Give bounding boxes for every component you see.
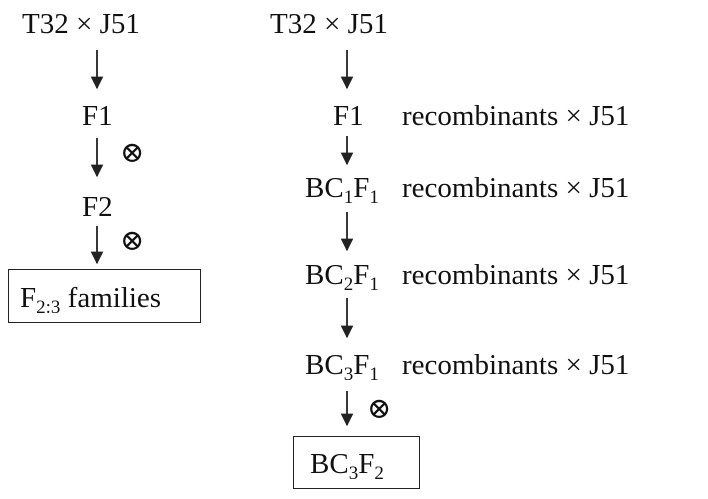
right-selfing-symbol: ⊗ <box>367 393 392 425</box>
left-result-box <box>8 269 201 323</box>
left-result-label: F2:3 families <box>20 282 162 318</box>
recombinant-cross-label-3: recombinants × J51 <box>402 259 630 291</box>
right-f1-label: F1 <box>333 100 364 132</box>
left-f2-label: F2 <box>82 191 113 223</box>
bc3f1-label: BC3F1 <box>305 349 379 385</box>
right-result-box <box>293 436 420 489</box>
bc3f2-label: BC3F2 <box>310 448 384 484</box>
bc2f1-label: BC2F1 <box>305 259 379 295</box>
recombinant-cross-label-4: recombinants × J51 <box>402 349 630 381</box>
recombinant-cross-label-2: recombinants × J51 <box>402 172 630 204</box>
right-parental-cross: T32 × J51 <box>270 8 388 40</box>
left-selfing-symbol-2: ⊗ <box>120 225 145 257</box>
left-selfing-symbol-1: ⊗ <box>120 137 145 169</box>
bc1f1-label: BC1F1 <box>305 172 379 208</box>
left-f1-label: F1 <box>82 100 113 132</box>
recombinant-cross-label-1: recombinants × J51 <box>402 100 630 132</box>
left-parental-cross: T32 × J51 <box>22 8 140 40</box>
